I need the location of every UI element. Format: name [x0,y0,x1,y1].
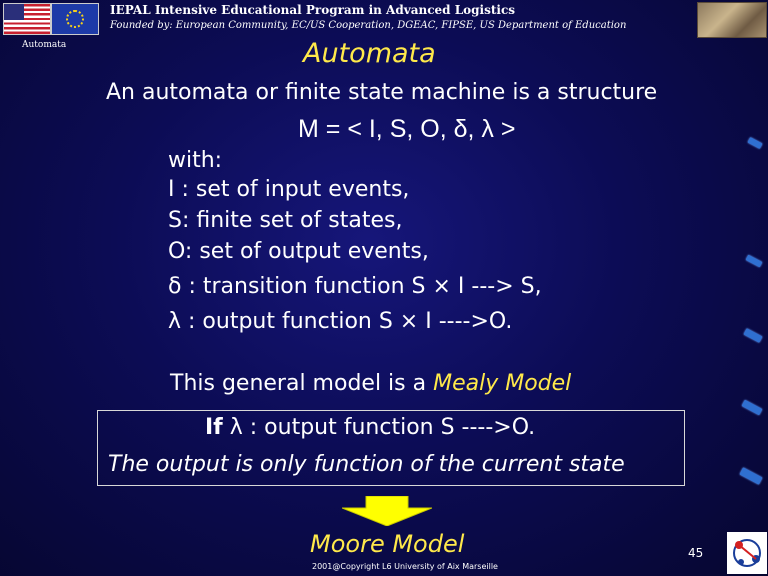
us-flag-image [3,3,51,35]
university-logo-icon [727,532,767,574]
page-number: 45 [688,546,704,560]
eu-flag-image [51,3,99,35]
moore-condition-explanation: The output is only function of the curre… [108,452,625,477]
if-keyword: If [205,415,223,440]
decorative-dash [747,137,763,149]
decorative-dash [741,399,763,416]
decorative-dash [745,254,763,268]
decorative-dash [743,328,763,343]
mealy-model-label: Mealy Model [433,371,572,396]
down-arrow-icon [342,496,432,526]
moore-condition-box [97,410,685,486]
general-model-line: This general model is a Mealy Model [170,371,571,396]
moore-model-label: Moore Model [310,530,465,558]
definition-line: O: set of output events, [168,239,429,264]
definition-formula: M = < I, S, O, δ, λ > [298,115,516,143]
header-photo [697,2,767,38]
general-model-prefix: This general model is a [170,371,434,396]
definition-line: δ : transition function S × I ---> S, [168,274,542,299]
output-function-text: λ : output function S ---->O. [222,415,536,440]
program-title: IEPAL Intensive Educational Program in A… [110,3,516,17]
intro-text: An automata or finite state machine is a… [106,80,658,105]
program-funders: Founded by: European Community, EC/US Co… [110,20,627,31]
definition-line: λ : output function S × I ---->O. [168,309,513,334]
moore-condition-line: If λ : output function S ---->O. [205,415,535,440]
decorative-dash [739,467,763,485]
copyright-text: 2001@Copyright L6 University of Aix Mars… [312,562,498,571]
definition-line: I : set of input events, [168,177,410,202]
definition-line: with: [168,148,223,173]
section-label: Automata [22,40,67,50]
definition-line: S: finite set of states, [168,208,403,233]
slide-title: Automata [303,38,436,69]
